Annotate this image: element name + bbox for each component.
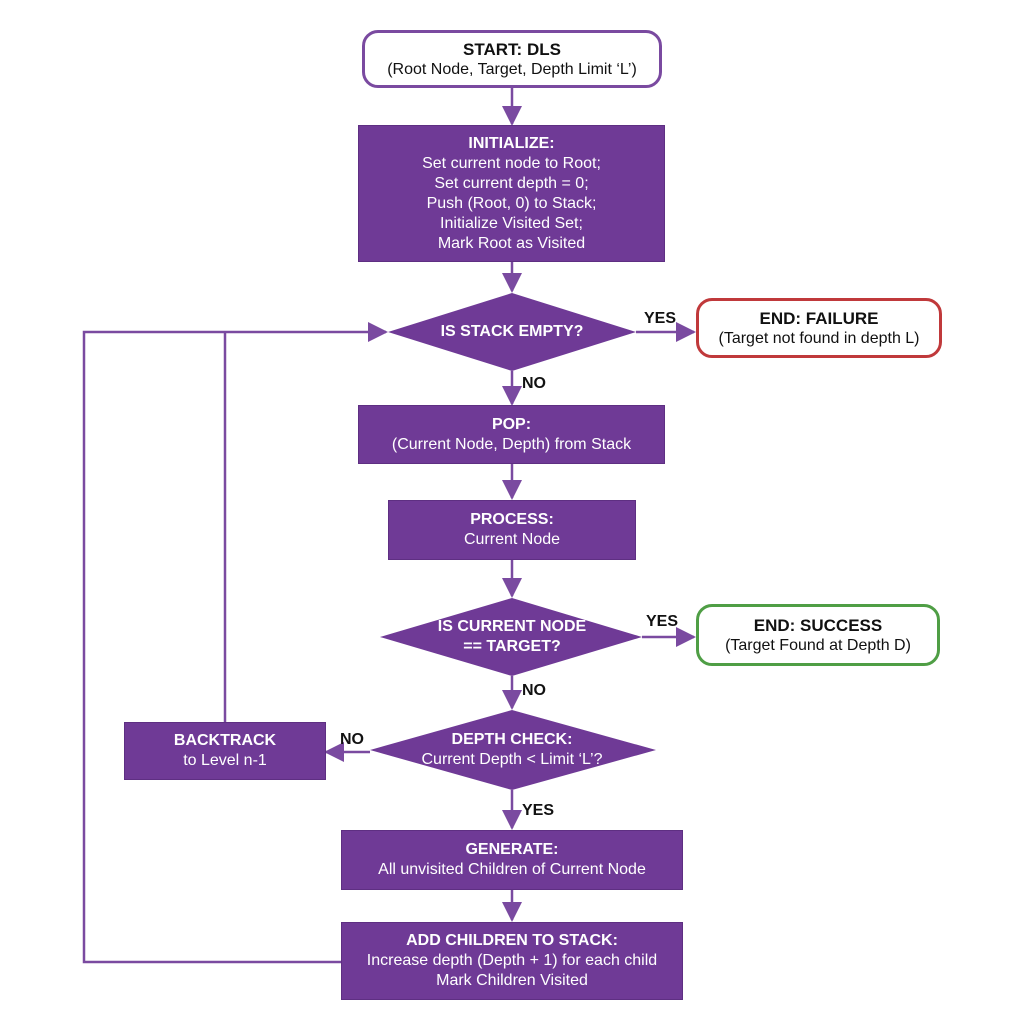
- initialize-step: Initialize Visited Set;: [440, 214, 583, 232]
- backtrack-detail: to Level n-1: [183, 752, 267, 769]
- edge-label-depth-no: NO: [340, 731, 364, 748]
- start-node: START: DLS (Root Node, Target, Depth Lim…: [362, 30, 662, 88]
- start-node-title: START: DLS: [463, 39, 561, 59]
- is-target-label: IS CURRENT NODE == TARGET?: [412, 616, 612, 658]
- is-target-line1: IS CURRENT NODE: [437, 618, 587, 635]
- initialize-node-title: INITIALIZE:: [468, 134, 555, 152]
- process-node-detail: Current Node: [463, 531, 561, 548]
- depth-check-diamond: [370, 710, 656, 790]
- stack-empty-diamond: [388, 293, 636, 371]
- stack-empty-title: IS STACK EMPTY?: [440, 323, 584, 340]
- start-node-params: (Root Node, Target, Depth Limit ‘L’): [387, 60, 637, 78]
- depth-check-condition: Current Depth < Limit ‘L’?: [421, 751, 603, 768]
- pop-node-detail: (Current Node, Depth) from Stack: [391, 435, 632, 453]
- edge-label-target-yes: YES: [646, 613, 679, 630]
- generate-title: GENERATE:: [465, 841, 559, 858]
- edge-label-target-no: NO: [522, 682, 546, 699]
- initialize-step: Set current node to Root;: [422, 154, 601, 172]
- add-children-node: ADD CHILDREN TO STACK: Increase depth (D…: [341, 922, 683, 1000]
- process-node: PROCESS: Current Node: [388, 500, 636, 560]
- end-success-node: END: SUCCESS (Target Found at Depth D): [696, 604, 940, 666]
- add-children-detail: Increase depth (Depth + 1) for each chil…: [366, 952, 658, 969]
- is-target-line2: == TARGET?: [463, 638, 561, 655]
- end-success-detail: (Target Found at Depth D): [725, 636, 911, 654]
- edge-label-stack-empty-yes: YES: [644, 310, 677, 327]
- generate-node: GENERATE: All unvisited Children of Curr…: [341, 830, 683, 890]
- backtrack-node: BACKTRACK to Level n-1: [124, 722, 326, 780]
- edge-label-stack-empty-no: NO: [522, 375, 546, 392]
- end-failure-title: END: FAILURE: [759, 308, 879, 328]
- process-node-title: PROCESS:: [470, 511, 554, 528]
- edge-add-children-loop: [82, 322, 388, 964]
- end-failure-node: END: FAILURE (Target not found in depth …: [696, 298, 942, 358]
- add-children-detail: Mark Children Visited: [436, 972, 588, 989]
- generate-detail: All unvisited Children of Current Node: [378, 861, 646, 878]
- edge-label-depth-yes: YES: [522, 802, 555, 819]
- pop-node: POP: (Current Node, Depth) from Stack: [358, 405, 665, 464]
- initialize-step: Push (Root, 0) to Stack;: [426, 194, 597, 212]
- is-target-diamond: [380, 598, 642, 676]
- initialize-step: Set current depth = 0;: [434, 174, 589, 192]
- add-children-title: ADD CHILDREN TO STACK:: [406, 932, 618, 949]
- pop-node-title: POP:: [491, 415, 532, 433]
- end-failure-detail: (Target not found in depth L): [718, 329, 920, 347]
- stack-empty-label: IS STACK EMPTY?: [408, 312, 616, 352]
- backtrack-title: BACKTRACK: [173, 732, 277, 749]
- depth-check-title: DEPTH CHECK:: [451, 731, 573, 748]
- end-success-title: END: SUCCESS: [753, 615, 883, 635]
- depth-check-label: DEPTH CHECK: Current Depth < Limit ‘L’?: [400, 729, 624, 771]
- initialize-node: INITIALIZE: Set current node to Root; Se…: [358, 125, 665, 262]
- initialize-step: Mark Root as Visited: [437, 234, 586, 252]
